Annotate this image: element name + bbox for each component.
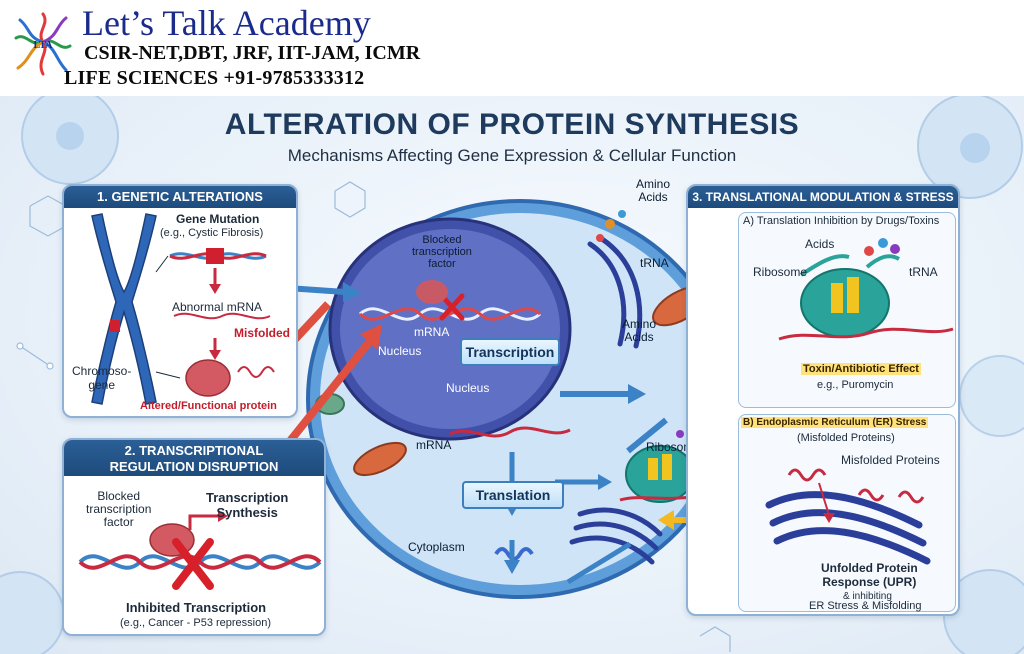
er-stress-title: B) Endoplasmic Reticulum (ER) Stress	[741, 417, 929, 428]
inhibited-transcription-example: (e.g., Cancer - P53 repression)	[120, 617, 272, 629]
background-decoration	[0, 96, 1024, 654]
academy-contact: LIFE SCIENCES +91-9785333312	[64, 67, 365, 89]
cell-mrna-label-2: mRNA	[416, 438, 452, 452]
panel-transcriptional-heading-line1: 2. TRANSCRIPTIONAL	[124, 443, 264, 458]
transcription-illustration	[78, 510, 322, 590]
panel-transcriptional-disruption-heading: 2. TRANSCRIPTIONAL REGULATION DISRUPTION	[64, 440, 324, 476]
gene-mutation-example: (e.g., Cystic Fibrosis)	[160, 227, 264, 239]
subpanel-translation-inhibition: A) Translation Inhibition by Drugs/Toxin…	[738, 212, 956, 408]
upr-label: Unfolded Protein Response (UPR)	[821, 561, 918, 589]
academy-name: Let’s Talk Academy	[82, 3, 371, 43]
transcription-synthesis-label: Transcription Synthesis	[206, 490, 289, 520]
translation-stage: Translation	[462, 481, 564, 509]
er-illustration	[765, 468, 931, 565]
cell-mrna-label: mRNA	[414, 325, 450, 339]
cell-amino-acids-mid-label: Amino Acids	[622, 317, 657, 344]
panel-transcriptional-disruption: 2. TRANSCRIPTIONAL REGULATION DISRUPTION…	[62, 438, 326, 636]
misfolded-proteins-label: Misfolded Proteins	[841, 453, 940, 467]
chromosome-gene-label: Chromoso- gene	[72, 364, 132, 392]
cell-amino-acids-top-label: Amino Acids	[636, 177, 671, 204]
ribosome-illustration	[778, 238, 954, 341]
acids-label: Acids	[805, 237, 835, 251]
inhibited-transcription-label: Inhibited Transcription	[126, 600, 267, 615]
cell-illustration	[306, 199, 734, 599]
panel-genetic-alterations-heading: 1. GENETIC ALTERATIONS	[64, 186, 296, 208]
toxin-example-label: e.g., Puromycin	[817, 379, 894, 391]
abnormal-mrna-label: Abnormal mRNA	[172, 300, 263, 314]
panel-translational-modulation: 3. TRANSLATIONAL MODULATION & STRESS A) …	[686, 184, 960, 616]
cell-nucleus-label-2: Nucleus	[446, 381, 490, 395]
ribosome-label: Ribosome	[753, 265, 808, 279]
panel2-blocked-factor-label: Blocked transcription factor	[86, 489, 152, 529]
upr-er-stress-label: ER Stress & Misfolding	[809, 600, 922, 612]
cell-cytoplasm-label: Cytoplasm	[408, 540, 465, 554]
transcription-stage: Transcription	[460, 338, 560, 366]
genetic-illustration	[91, 213, 275, 405]
upr-inhibiting-label: & inhibiting	[843, 591, 892, 602]
altered-protein-label: Altered/Functional protein	[140, 400, 277, 412]
er-stress-subtitle: (Misfolded Proteins)	[797, 432, 895, 444]
academy-logo: LTA	[14, 12, 72, 76]
academy-exams: CSIR-NET,DBT, JRF, IIT-JAM, ICMR	[84, 42, 421, 64]
misfolded-label: Misfolded	[234, 326, 290, 340]
subpanel-er-stress: B) Endoplasmic Reticulum (ER) Stress (Mi…	[738, 414, 956, 612]
panel3-trna-label: tRNA	[909, 265, 938, 279]
gene-mutation-label: Gene Mutation	[176, 212, 260, 226]
panel-translational-heading: 3. TRANSLATIONAL MODULATION & STRESS	[688, 186, 958, 208]
page-subtitle: Mechanisms Affecting Gene Expression & C…	[287, 146, 737, 165]
panel-genetic-alterations: 1. GENETIC ALTERATIONS Gene Mutation (e.…	[62, 184, 298, 418]
cell-blocked-factor-label: Blocked transcription factor	[412, 234, 472, 270]
svg-text:LTA: LTA	[34, 40, 54, 51]
infographic: ALTERATION OF PROTEIN SYNTHESIS Mechanis…	[0, 96, 1024, 654]
page-title: ALTERATION OF PROTEIN SYNTHESIS	[224, 108, 800, 141]
cell-trna-label: tRNA	[640, 256, 669, 270]
academy-header: LTA Let’s Talk Academy CSIR-NET,DBT, JRF…	[0, 0, 1024, 96]
cell-nucleus-label: Nucleus	[378, 344, 422, 358]
translation-inhibition-title: A) Translation Inhibition by Drugs/Toxin…	[743, 215, 940, 227]
panel-transcriptional-heading-line2: REGULATION DISRUPTION	[109, 459, 279, 474]
toxin-effect-label: Toxin/Antibiotic Effect	[801, 363, 921, 375]
